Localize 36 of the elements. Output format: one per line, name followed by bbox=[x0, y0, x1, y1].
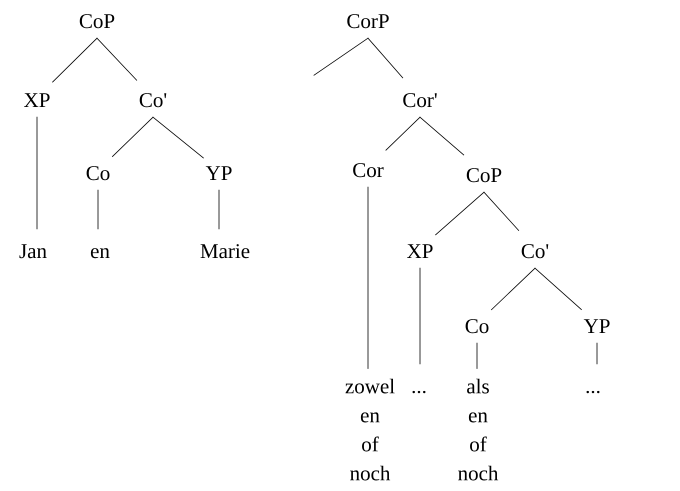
branch-line bbox=[52, 38, 98, 82]
word-list: zowel en of noch bbox=[346, 378, 395, 480]
category-label: CorP bbox=[347, 14, 389, 28]
branch-line bbox=[484, 192, 520, 231]
branch-line bbox=[420, 116, 464, 156]
branch-line bbox=[112, 116, 154, 157]
category-label: Co bbox=[86, 166, 110, 180]
leaf-word: en bbox=[90, 248, 110, 258]
leaf-word: Jan bbox=[19, 244, 47, 258]
branch-line bbox=[36, 116, 38, 230]
leaf-word: ... bbox=[412, 390, 426, 394]
leaf-word: Marie bbox=[200, 244, 250, 258]
branch-line bbox=[314, 38, 368, 76]
category-label: YP bbox=[584, 319, 610, 333]
category-label: CoP bbox=[466, 168, 502, 182]
category-label: Co bbox=[466, 319, 488, 334]
branch-line bbox=[96, 38, 138, 81]
branch-line bbox=[368, 38, 404, 78]
leaf-word: ... bbox=[586, 390, 600, 394]
category-label: Cor' bbox=[403, 93, 437, 108]
branch-line bbox=[218, 190, 220, 230]
branch-line bbox=[596, 342, 598, 364]
category-label: Cor bbox=[353, 163, 384, 178]
branch-line bbox=[435, 192, 484, 236]
branch-line bbox=[476, 342, 478, 369]
branch-line bbox=[534, 268, 582, 310]
category-label: Co' bbox=[140, 93, 166, 108]
word-list: als en of noch bbox=[458, 378, 498, 480]
category-label: YP bbox=[206, 166, 232, 180]
branch-line bbox=[386, 116, 420, 151]
category-label: CoP bbox=[80, 14, 114, 28]
category-label: XP bbox=[24, 93, 50, 107]
category-label: XP bbox=[407, 244, 433, 258]
branch-line bbox=[491, 268, 536, 310]
category-label: Co' bbox=[522, 244, 548, 258]
branch-line bbox=[152, 116, 204, 158]
